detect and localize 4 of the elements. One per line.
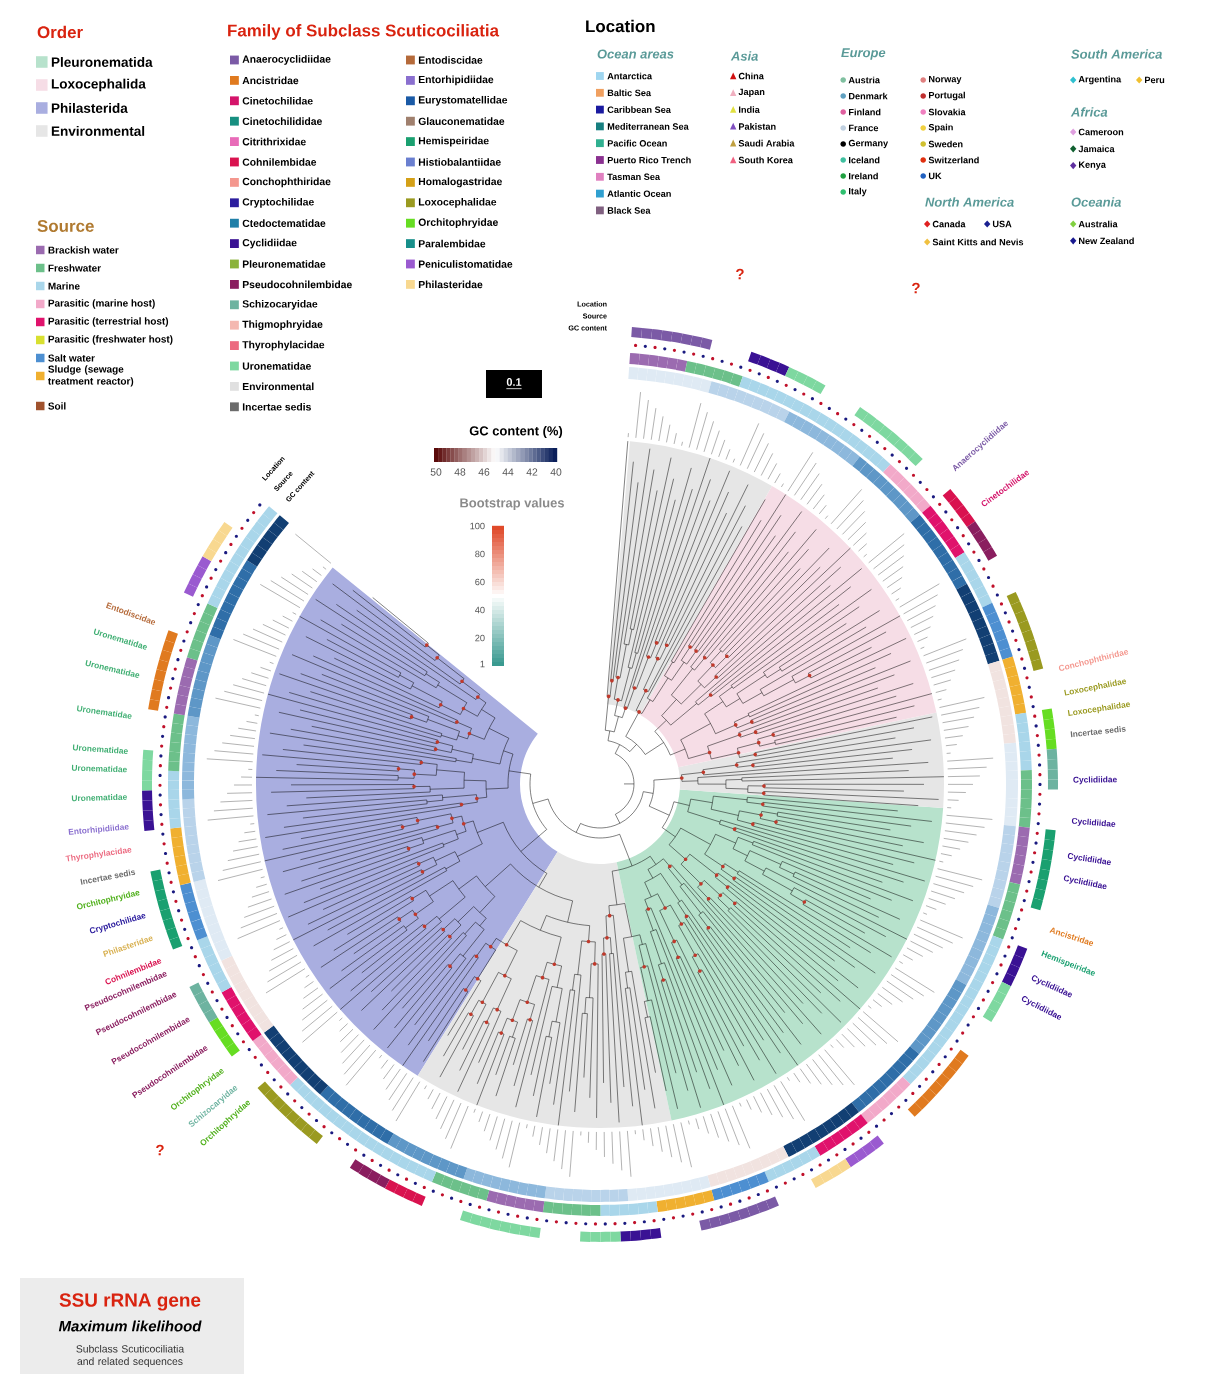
- section-heading: Family of Subclass Scuticociliatia: [228, 24, 500, 40]
- section-heading: Order: [37, 25, 83, 39]
- section-heading: Source: [37, 220, 94, 232]
- section-heading: Location: [586, 19, 655, 33]
